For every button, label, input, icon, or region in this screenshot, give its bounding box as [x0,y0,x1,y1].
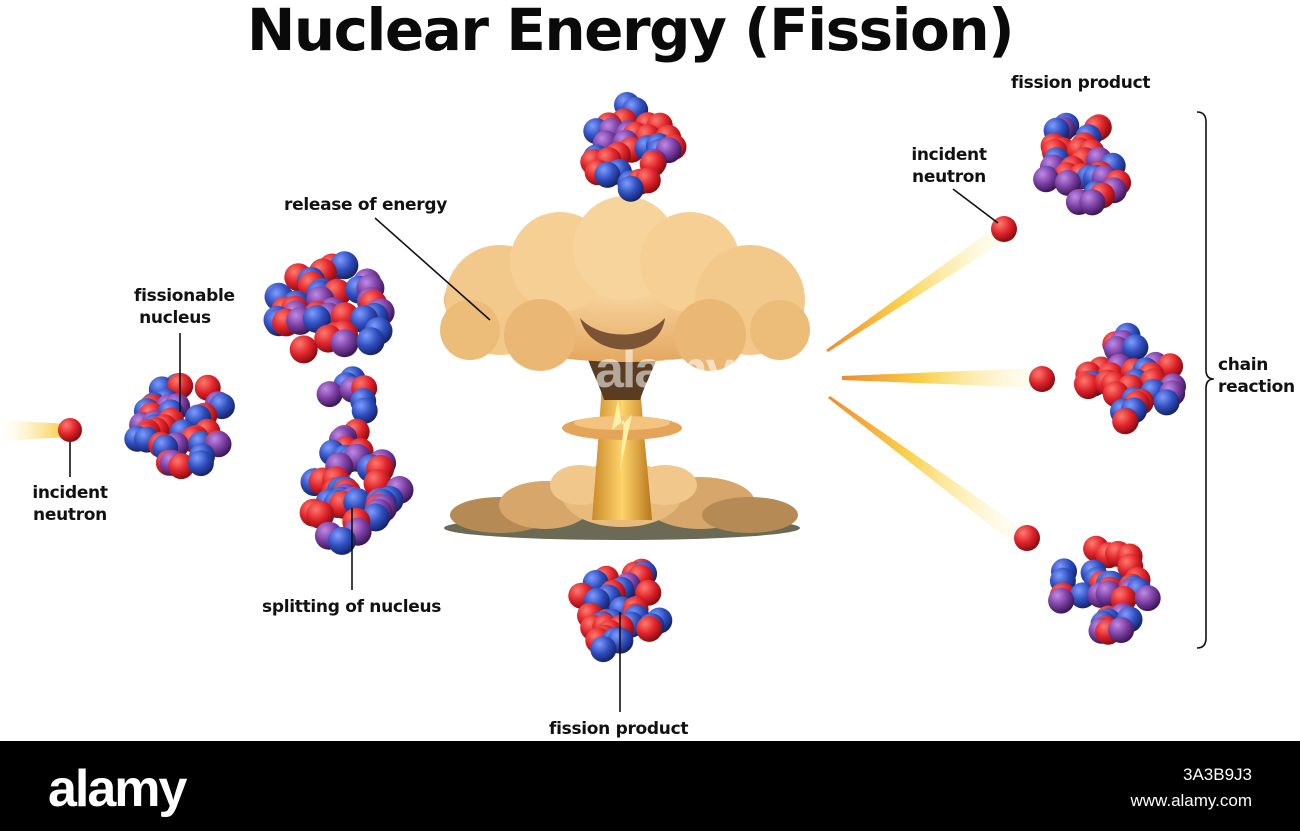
nucleon [617,175,644,202]
nucleon [1134,585,1161,612]
nucleon [1079,189,1106,216]
nucleon [289,335,318,364]
nucleon [330,251,359,280]
nucleon [1033,166,1060,193]
fission-product-right-3 [1048,535,1161,645]
chain-beam-bottom [828,396,1022,544]
leader-energy [374,217,491,321]
nucleon [356,327,385,356]
leader-lines [69,111,1215,712]
label-chain-reaction: chain reaction [1218,355,1295,397]
footer-image-id: 3A3B9J3 [1183,765,1252,784]
page-title: Nuclear Energy (Fission) [246,0,1015,64]
nucleon [327,526,356,555]
nucleon [330,329,359,358]
diagram-canvas [0,92,1215,712]
footer-brand-logo: alamy [48,760,187,818]
chain-beam-middle [842,368,1042,388]
footer-bar: alamy 3A3B9J3 www.alamy.com [0,741,1300,831]
splitting-nucleus [263,251,414,555]
nucleon [636,615,663,642]
label-release-of-energy: release of energy [284,195,447,215]
fission-product-right-1 [1033,112,1132,216]
label-incident-neutron-right: incident neutron [911,145,987,187]
fission-product-right-2 [1073,322,1186,435]
nucleon [594,161,621,188]
nucleon [1122,334,1149,361]
nucleon [351,397,378,424]
label-fission-product-bottom: fission product [549,719,689,739]
nucleon [1075,373,1102,400]
incident-beam-left [0,420,68,441]
nucleon [1048,587,1075,614]
label-splitting-of-nucleus: splitting of nucleus [262,597,442,617]
nucleon [1108,617,1135,643]
label-incident-neutron-left: incident neutron [32,483,108,525]
label-fissionable-nucleus: fissionable nucleus [134,286,235,328]
nucleon [1153,389,1180,416]
nucleon [187,450,214,477]
incident-neutron-left [58,418,82,442]
released-neutron-bottom [1014,525,1040,551]
chain-bracket [1196,111,1215,649]
fission-product-top [580,92,687,202]
nucleon [168,453,195,480]
fission-product-bottom [568,558,673,663]
fissionable-nucleus [124,372,235,480]
diagram-stage: Nuclear Energy (Fission) alamy fissionab… [0,0,1295,739]
explosion-cloud [440,196,810,540]
nucleon [306,500,335,529]
chain-beam-top [826,224,1010,352]
nucleon [316,381,343,408]
nucleon [590,636,617,663]
leader-incident-right [952,188,999,224]
nucleon [1054,169,1081,196]
released-neutron-middle [1029,366,1055,392]
nucleon [1112,408,1139,435]
footer-site-url: www.alamy.com [1130,791,1252,810]
watermark: alamy [595,341,734,399]
cloud-cap [440,196,810,371]
label-fission-product-top: fission product [1011,73,1151,93]
